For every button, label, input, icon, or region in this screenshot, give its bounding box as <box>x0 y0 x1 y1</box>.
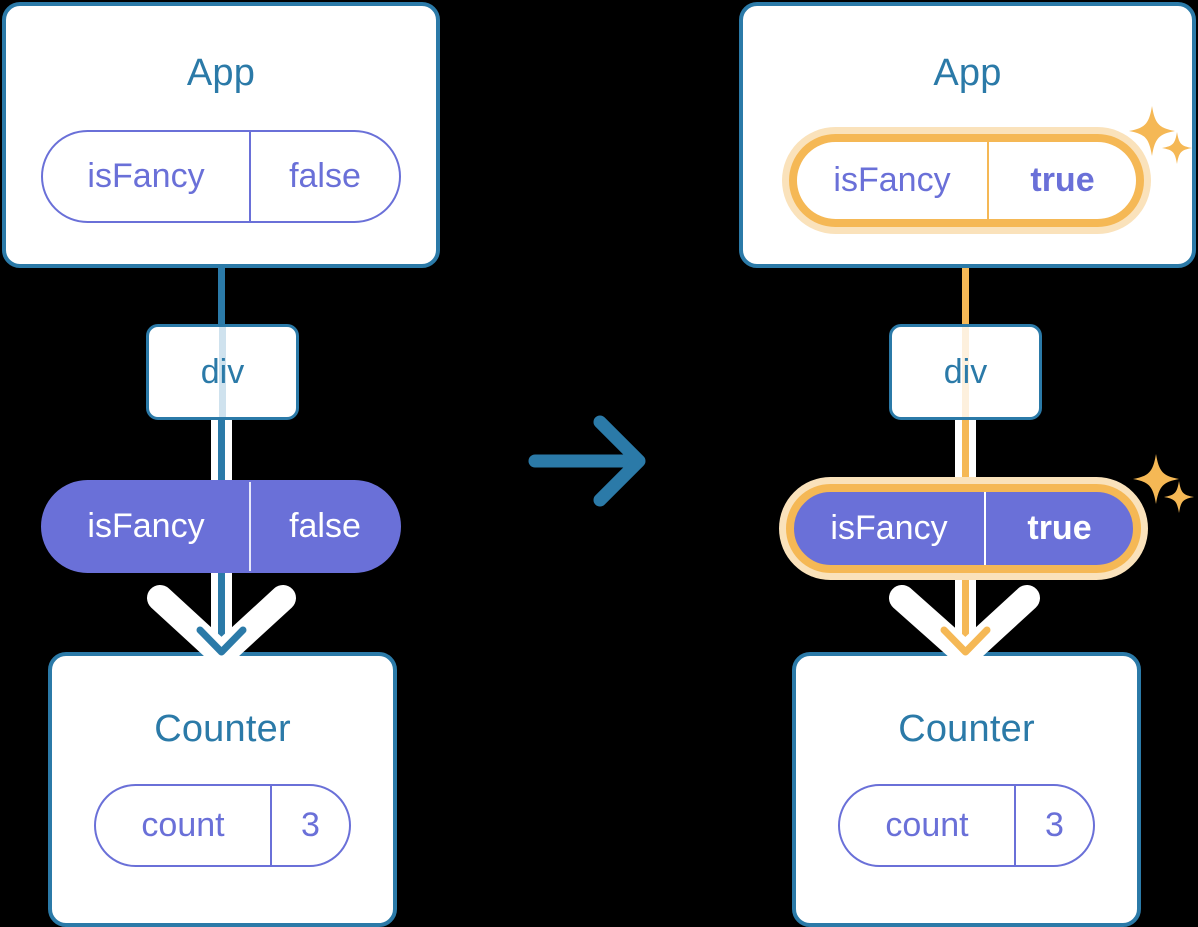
wire-ghost-div-before <box>219 327 226 417</box>
wire-prop-to-counter-before <box>218 566 225 646</box>
wire-app-to-div-after <box>962 218 969 324</box>
host-element-label: div <box>200 352 245 391</box>
state-name: count <box>885 806 969 844</box>
state-name: count <box>141 806 225 844</box>
sparkle-large-icon <box>1133 454 1179 504</box>
state-capsule-isfancy-app-before[interactable]: isFancy false <box>41 130 401 223</box>
state-value: 3 <box>1014 786 1093 865</box>
component-title-app-before: App <box>186 52 256 94</box>
component-title-counter-before: Counter <box>154 708 291 750</box>
prop-value: true <box>984 492 1133 565</box>
state-name: isFancy <box>87 157 205 195</box>
component-title-app-after: App <box>933 52 1002 94</box>
state-value: true <box>987 142 1136 219</box>
state-capsule-count-before[interactable]: count 3 <box>94 784 351 867</box>
prop-capsule-isfancy-after[interactable]: isFancy true <box>786 484 1141 573</box>
wire-div-to-prop-before <box>218 420 225 490</box>
state-value: 3 <box>270 786 349 865</box>
host-element-div-before: div <box>146 324 299 420</box>
prop-value: false <box>249 482 399 571</box>
wire-prop-to-counter-after <box>962 566 969 646</box>
state-name: isFancy <box>833 161 951 199</box>
state-capsule-count-after[interactable]: count 3 <box>838 784 1095 867</box>
sparkle-small-icon <box>1164 481 1194 513</box>
wire-ghost-div-after <box>962 327 969 417</box>
host-element-label: div <box>943 352 988 391</box>
prop-capsule-isfancy-before[interactable]: isFancy false <box>41 480 401 573</box>
prop-name: isFancy <box>830 509 948 547</box>
host-element-div-after: div <box>889 324 1042 420</box>
prop-name: isFancy <box>87 507 205 545</box>
wire-app-to-div-before <box>218 214 225 324</box>
right-arrow-icon <box>528 415 646 507</box>
wire-div-to-prop-after <box>962 420 969 490</box>
state-value: false <box>249 132 399 221</box>
component-title-counter-after: Counter <box>898 708 1035 750</box>
state-capsule-isfancy-app-after[interactable]: isFancy true <box>789 134 1144 227</box>
